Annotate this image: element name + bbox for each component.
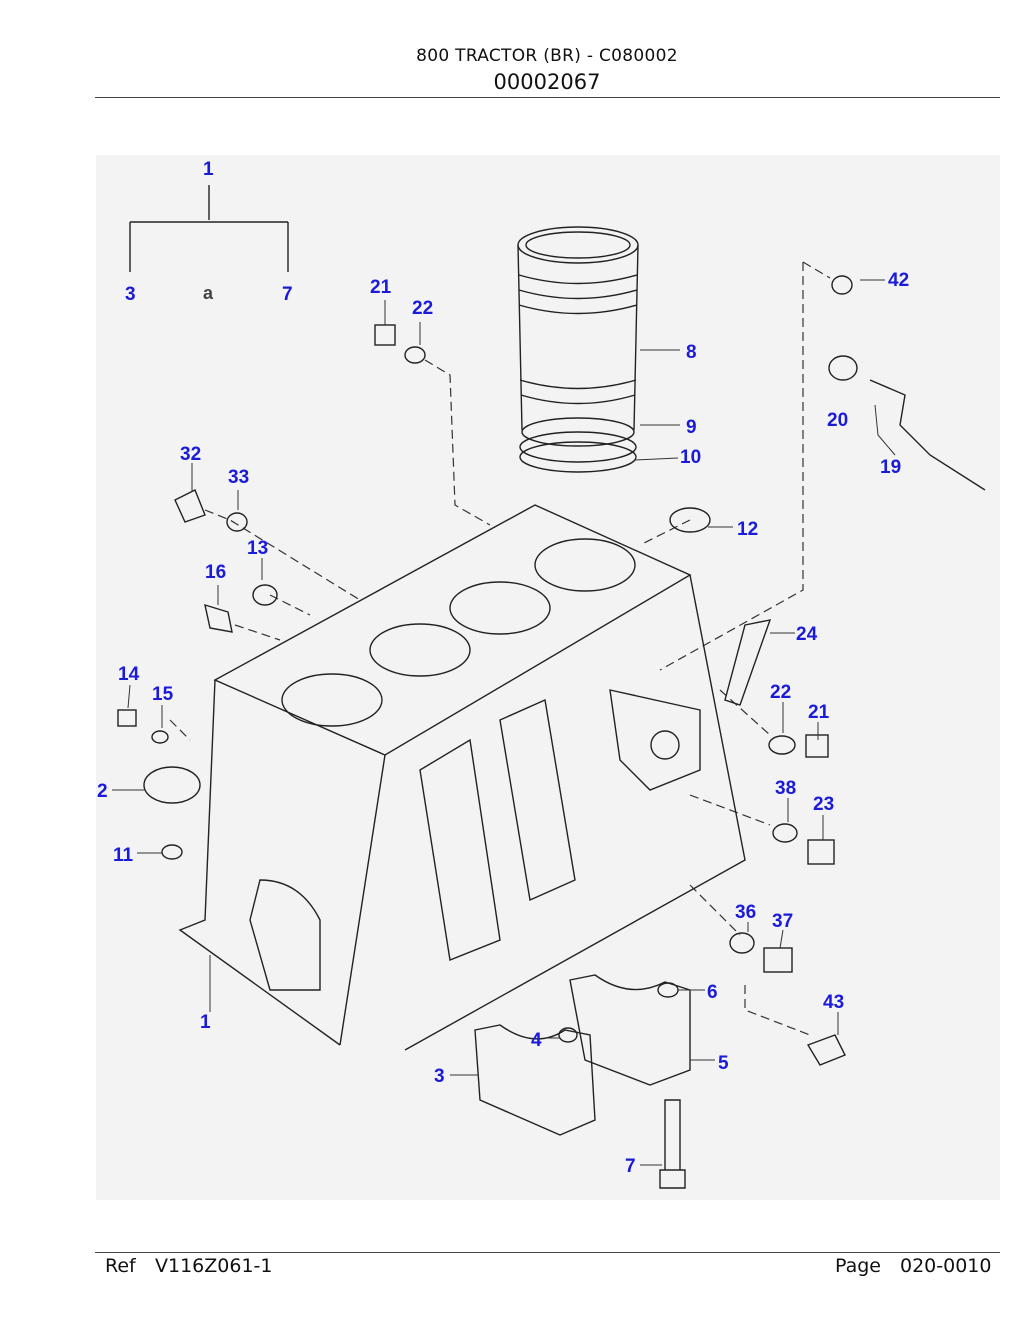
callout-14: 14: [118, 664, 140, 685]
plug-21b: [805, 734, 829, 758]
callout-16: 16: [205, 562, 226, 583]
dash-line: [169, 719, 191, 741]
page-value: 020-0010: [900, 1255, 992, 1277]
callout-3-top: 3: [125, 284, 136, 305]
callout-43: 43: [823, 992, 844, 1013]
engine-block: [178, 504, 746, 1051]
washer-22: [404, 346, 426, 364]
plug-21: [374, 324, 396, 346]
callout-13: 13: [247, 538, 268, 559]
dash-line: [424, 359, 491, 526]
page-subtitle: 00002067: [493, 70, 601, 94]
plug-14: [117, 709, 137, 727]
callout-23: 23: [813, 794, 834, 815]
dash-line: [802, 261, 831, 279]
pipe-24: [724, 619, 772, 706]
sensor-43: [806, 1034, 846, 1066]
callout-20: 20: [827, 410, 848, 431]
cap-2: [143, 766, 201, 804]
callout-22: 22: [412, 298, 433, 319]
callout-37: 37: [772, 911, 793, 932]
callout-5: 5: [718, 1053, 729, 1074]
cap-42: [831, 275, 853, 295]
plug-32: [174, 489, 206, 523]
callout-8: 8: [686, 342, 697, 363]
washer-36: [729, 932, 755, 954]
callout-9: 9: [686, 417, 697, 438]
ring-4: [558, 1027, 578, 1043]
washer-38: [772, 823, 798, 843]
ring-20: [828, 355, 858, 381]
plug-23: [807, 839, 835, 865]
dash-line: [689, 884, 741, 936]
leader-lines: [112, 279, 896, 1166]
washer-15: [151, 730, 169, 744]
callout-38: 38: [775, 778, 796, 799]
exploded-diagram: a 1 3 7 21 22 8 9 10 42 20 19 32 33 13 1…: [96, 155, 1000, 1200]
callout-11: 11: [113, 845, 134, 866]
page-title: 800 TRACTOR (BR) - C080002: [416, 46, 678, 66]
washer-11: [161, 844, 183, 860]
callout-21: 21: [370, 277, 392, 298]
callout-3-bottom: 3: [434, 1066, 445, 1087]
callout-7-bottom: 7: [625, 1156, 636, 1177]
sensor-16: [204, 603, 233, 633]
dash-line: [744, 985, 811, 1036]
dash-line: [719, 689, 771, 736]
callout-2: 2: [97, 781, 108, 802]
callout-4: 4: [531, 1030, 542, 1051]
heater-19: [869, 379, 986, 491]
plug-13: [252, 584, 278, 606]
bracket-lines: [129, 185, 289, 272]
callout-32: 32: [180, 444, 201, 465]
ring-6: [657, 982, 679, 998]
callout-21b: 21: [808, 702, 830, 723]
callout-7-top: 7: [282, 284, 293, 305]
callout-33: 33: [228, 467, 249, 488]
cylinder-sleeve: [517, 226, 639, 473]
header-rule: [95, 97, 1000, 98]
washer-22b: [768, 735, 796, 755]
callout-1-top: 1: [203, 159, 214, 180]
callout-15: 15: [152, 684, 174, 705]
callout-6: 6: [707, 982, 718, 1003]
annotation-a: a: [203, 283, 214, 303]
bolt-7: [659, 1099, 686, 1189]
callout-19: 19: [880, 457, 901, 478]
callout-10: 10: [680, 447, 701, 468]
bearing-caps: [474, 974, 691, 1136]
callout-24: 24: [796, 624, 818, 645]
callout-12: 12: [737, 519, 758, 540]
page-label: Page: [835, 1255, 881, 1277]
ref-label: Ref: [105, 1255, 136, 1277]
callout-42: 42: [888, 270, 909, 291]
diagram-canvas: a 1 3 7 21 22 8 9 10 42 20 19 32 33 13 1…: [97, 159, 986, 1189]
dash-line: [234, 624, 281, 641]
callout-22b: 22: [770, 682, 791, 703]
dash-line: [639, 519, 691, 546]
dash-line: [659, 262, 804, 671]
callout-1-bottom: 1: [200, 1012, 211, 1033]
washer-33: [226, 512, 248, 532]
footer-rule: [95, 1252, 1000, 1253]
ref-value: V116Z061-1: [155, 1255, 273, 1277]
plug-37: [763, 947, 793, 973]
seal-12: [669, 507, 711, 533]
callout-36: 36: [735, 902, 756, 923]
dash-line: [204, 509, 361, 601]
dash-line: [689, 794, 771, 826]
